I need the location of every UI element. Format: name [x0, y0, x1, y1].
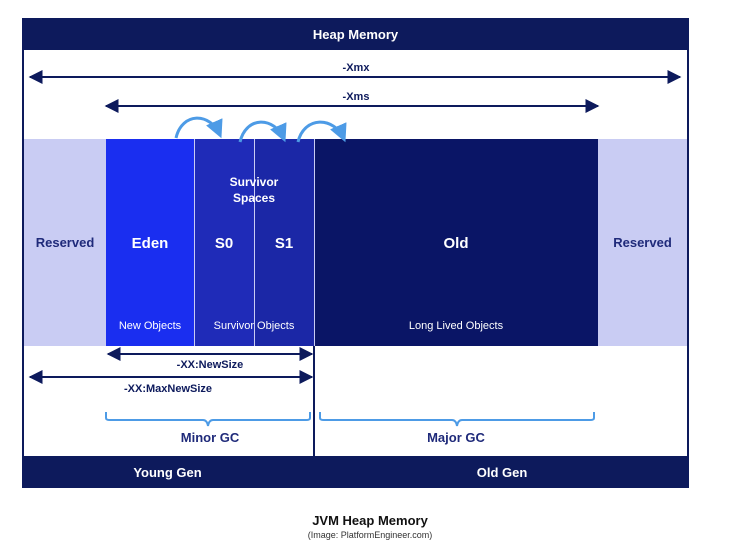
- caption-source: (Image: PlatformEngineer.com): [307, 530, 433, 540]
- reserved-left-label: Reserved: [35, 235, 95, 250]
- s0-to-s1-arrow: [238, 120, 287, 143]
- s0-space: [194, 139, 254, 346]
- caption-title: JVM Heap Memory: [312, 513, 428, 528]
- reserved-right-label: Reserved: [613, 235, 672, 250]
- long-lived-objects-label: Long Lived Objects: [408, 320, 504, 332]
- eden-space: [106, 139, 194, 346]
- old-gen-bar: Old Gen: [315, 456, 689, 488]
- old-space: [314, 139, 598, 346]
- old-gen-label: Old Gen: [476, 464, 528, 480]
- major-gc-label: Major GC: [427, 430, 485, 445]
- old-label: Old: [443, 235, 469, 252]
- s1-to-old-arrow: [296, 120, 347, 143]
- new-objects-label: New Objects: [118, 320, 182, 332]
- reserved-right: Reserved: [598, 139, 687, 346]
- gen-divider: [313, 346, 315, 488]
- survivor-spaces-label: Survivor Spaces: [229, 175, 279, 205]
- heap-memory-header: Heap Memory: [22, 18, 689, 50]
- reserved-left: Reserved: [24, 139, 106, 346]
- minor-gc-label: Minor GC: [180, 430, 240, 445]
- s0-label: S0: [214, 235, 234, 252]
- maxnewsize-label: -XX:MaxNewSize: [123, 383, 213, 395]
- s1-space: [254, 139, 314, 346]
- major-gc-brace: [319, 412, 595, 427]
- s1-label: S1: [274, 235, 294, 252]
- newsize-label: -XX:NewSize: [176, 359, 244, 371]
- heap-memory-title: Heap Memory: [312, 26, 399, 42]
- survivor-objects-label: Survivor Objects: [213, 320, 295, 332]
- eden-label: Eden: [131, 235, 169, 252]
- eden-to-s0-arrow: [174, 116, 223, 139]
- young-gen-label: Young Gen: [133, 464, 202, 480]
- young-gen-bar: Young Gen: [22, 456, 313, 488]
- minor-gc-brace: [105, 412, 311, 427]
